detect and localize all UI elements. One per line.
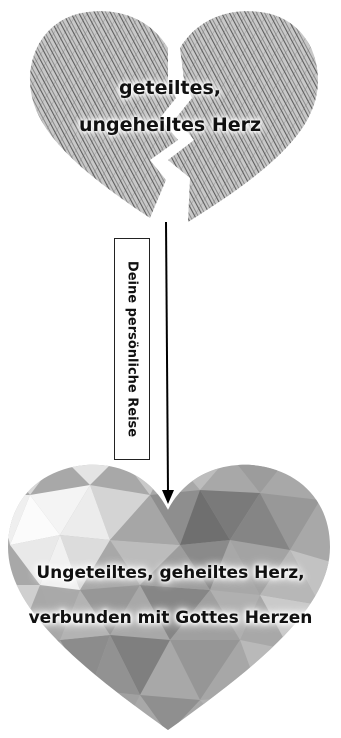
journey-label-box: Deine persönliche Reise bbox=[114, 238, 150, 460]
healed-heart-label-line1: Ungeteiltes, geheiltes Herz, bbox=[0, 562, 341, 584]
journey-label: Deine persönliche Reise bbox=[125, 261, 140, 437]
healed-heart-label-line2: verbunden mit Gottes Herzen bbox=[0, 607, 341, 629]
healed-heart bbox=[0, 455, 341, 734]
healed-heart-graphic bbox=[0, 455, 341, 734]
